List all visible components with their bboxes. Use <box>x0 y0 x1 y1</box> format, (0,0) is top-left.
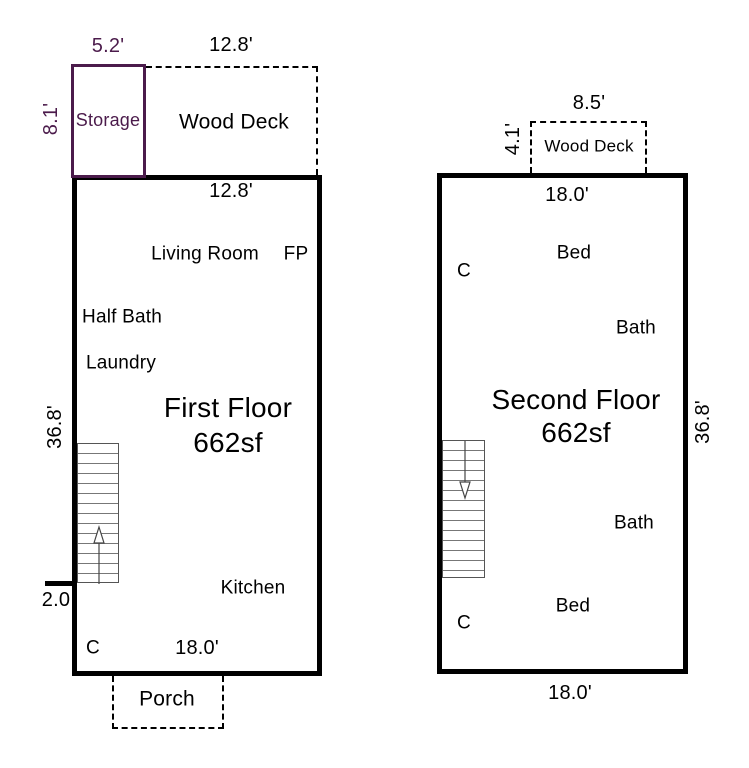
interior-top-width-dimension: 12.8' <box>209 180 253 202</box>
second-floor-title: Second Floor <box>491 384 661 415</box>
kitchen-label: Kitchen <box>220 577 286 599</box>
bath-bottom-label: Bath <box>614 512 654 534</box>
bath-top-label: Bath <box>616 317 656 339</box>
first-floor-side-dimension: 36.8' <box>44 405 66 449</box>
first-floor-area: 662sf <box>193 427 263 458</box>
second-floor-side-dimension: 36.8' <box>692 400 714 444</box>
porch-outline <box>112 676 224 729</box>
deck-width-dimension: 12.8' <box>209 34 253 56</box>
storage-label: Storage <box>75 110 141 130</box>
bed-top-label: Bed <box>556 242 592 264</box>
down-arrow-icon <box>459 441 471 501</box>
first-floor-outline <box>72 175 322 676</box>
first-floor-wood-deck-outline <box>146 66 318 175</box>
wood-deck-label: Wood Deck <box>179 110 289 134</box>
deck2-width-dimension: 8.5' <box>572 92 606 114</box>
storage-width-dimension: 5.2' <box>91 35 125 57</box>
living-room-label: Living Room <box>151 243 259 265</box>
bed-bottom-label: Bed <box>555 595 591 617</box>
second-floor-outline <box>437 173 688 674</box>
deck2-depth-dimension: 4.1' <box>502 122 524 156</box>
up-arrow-icon <box>93 524 105 584</box>
porch-label: Porch <box>139 687 195 711</box>
first-floor-title: First Floor <box>163 392 293 423</box>
jog-dimension-tick <box>45 581 74 586</box>
storage-outline <box>71 64 146 178</box>
staircase-first-floor <box>77 443 119 584</box>
wood-deck2-label: Wood Deck <box>544 136 634 156</box>
second-floor-wood-deck-outline <box>530 121 647 173</box>
second-floor-top-dimension: 18.0' <box>545 184 589 206</box>
closet-bottom-label: C <box>457 612 471 634</box>
closet-top-label: C <box>457 260 471 282</box>
second-floor-area: 662sf <box>541 417 611 448</box>
second-floor-bottom-dimension: 18.0' <box>548 682 592 704</box>
first-floor-closet-label: C <box>86 637 100 659</box>
storage-height-dimension: 8.1' <box>40 102 62 136</box>
fireplace-label: FP <box>283 243 309 265</box>
first-floor-bottom-dimension: 18.0' <box>175 637 219 659</box>
half-bath-label: Half Bath <box>82 306 162 328</box>
laundry-label: Laundry <box>85 352 157 374</box>
jog-dimension: 2.0 <box>41 589 71 611</box>
staircase-second-floor <box>442 440 485 578</box>
